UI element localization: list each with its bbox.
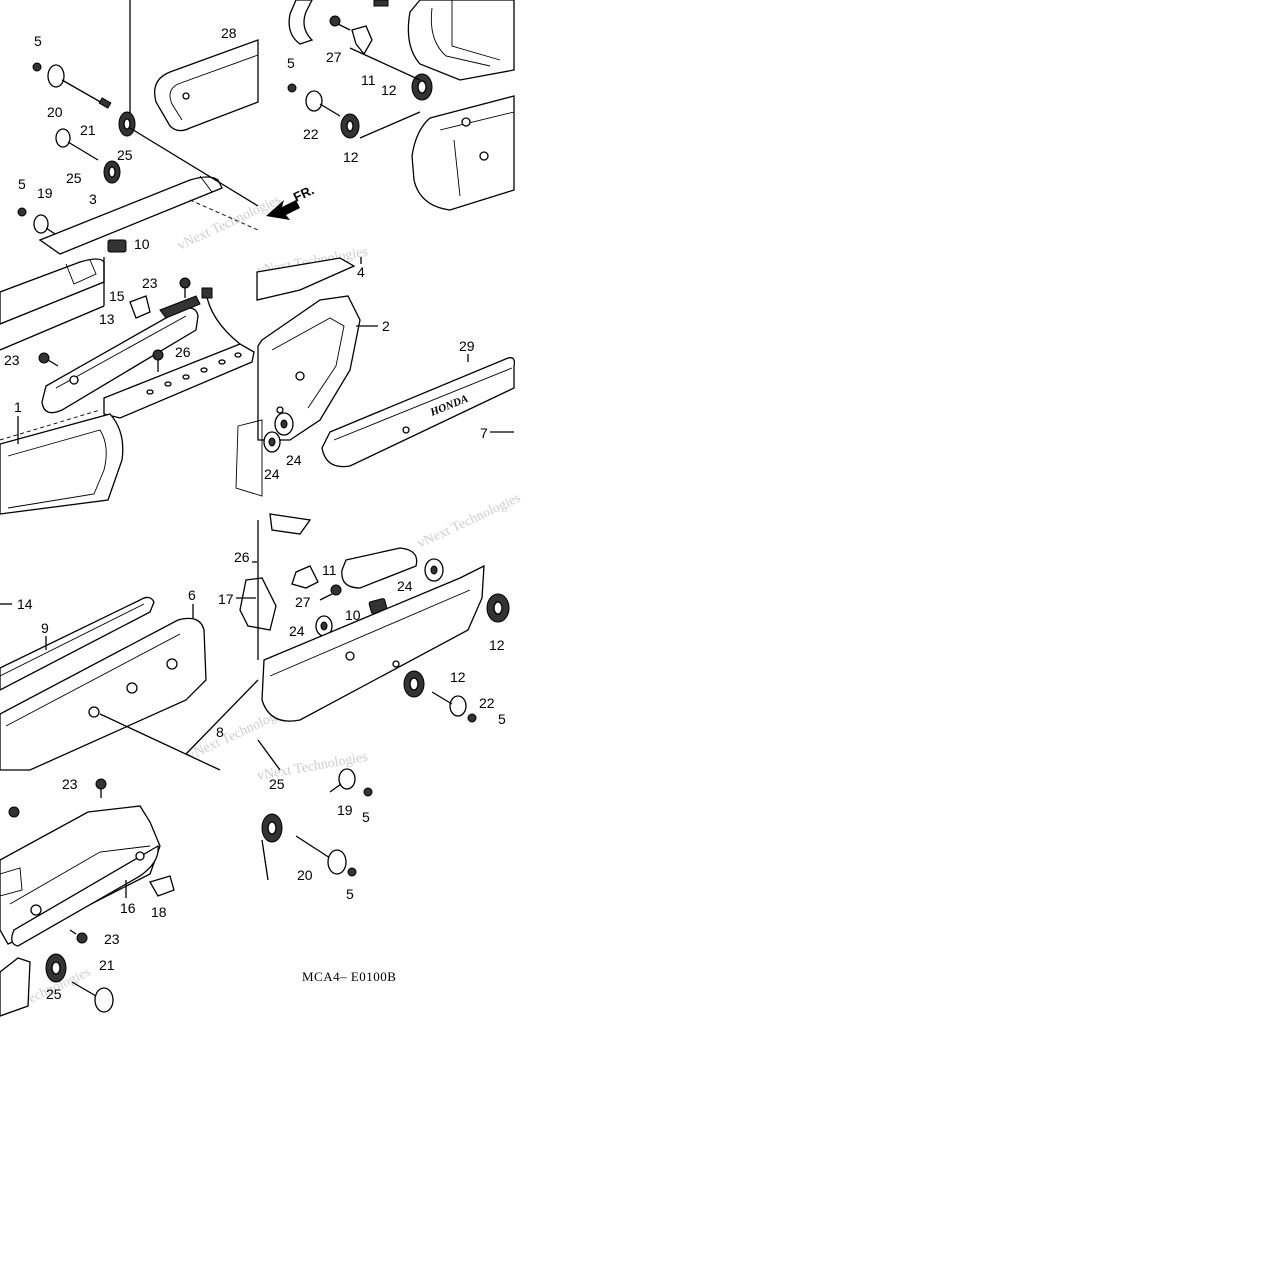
seal-9 xyxy=(0,596,155,691)
callout-23: 23 xyxy=(62,776,78,792)
callout-11: 11 xyxy=(322,562,337,578)
tile-top-left: FR. xyxy=(17,0,316,255)
callout-12: 12 xyxy=(343,149,359,165)
saddlebag-2 xyxy=(257,295,361,441)
callout-23: 23 xyxy=(104,931,120,947)
callout-6: 6 xyxy=(188,587,196,603)
bag-corner xyxy=(0,258,105,325)
callout-10: 10 xyxy=(345,607,361,623)
callout-8: 8 xyxy=(216,724,224,740)
callout-22: 22 xyxy=(479,695,495,711)
tile-mid-right: HONDA xyxy=(235,257,516,497)
callout-9: 9 xyxy=(41,620,49,636)
lid-6 xyxy=(0,617,207,771)
callout-17: 17 xyxy=(218,591,234,607)
watermark: vNext Technologies xyxy=(415,491,523,552)
tile-lower-right xyxy=(257,513,510,771)
callout-25: 25 xyxy=(269,776,285,792)
callout-5: 5 xyxy=(498,711,506,727)
callout-19: 19 xyxy=(37,185,53,201)
callout-21: 21 xyxy=(99,957,115,973)
callout-5: 5 xyxy=(346,886,354,902)
callout-5: 5 xyxy=(18,176,26,192)
callout-29: 29 xyxy=(459,338,475,354)
callout-26: 26 xyxy=(175,344,191,360)
tile-top-right xyxy=(287,0,515,211)
grip-bar-28 xyxy=(153,39,259,132)
watermark: vNext Technologies xyxy=(175,193,283,254)
tile-bottom-left xyxy=(0,778,175,1017)
callout-1: 1 xyxy=(14,399,22,415)
callout-27: 27 xyxy=(326,49,342,65)
callout-15: 15 xyxy=(109,288,125,304)
diagram-code: MCA4– E0100B xyxy=(302,969,396,984)
lid-1 xyxy=(0,413,124,515)
saddlebag-lid xyxy=(407,0,515,81)
callout-4: 4 xyxy=(357,264,365,280)
bracket-holes xyxy=(146,352,242,395)
callout-24: 24 xyxy=(264,466,280,482)
end-cap-18 xyxy=(149,875,175,897)
callout-20: 20 xyxy=(297,867,313,883)
callout-7: 7 xyxy=(480,425,488,441)
callout-5: 5 xyxy=(34,33,42,49)
callout-13: 13 xyxy=(99,311,115,327)
tile-lower-left xyxy=(0,520,277,771)
callout-25: 25 xyxy=(46,986,62,1002)
callout-18: 18 xyxy=(151,904,167,920)
callout-5: 5 xyxy=(287,55,295,71)
callout-24: 24 xyxy=(289,623,305,639)
callout-12: 12 xyxy=(450,669,466,685)
callout-16: 16 xyxy=(120,900,136,916)
molding-29 xyxy=(321,357,516,468)
callout-5: 5 xyxy=(362,809,370,825)
callout-22: 22 xyxy=(303,126,319,142)
callout-20: 20 xyxy=(47,104,63,120)
callout-10: 10 xyxy=(134,236,150,252)
front-arrow-label: FR. xyxy=(291,182,316,204)
callout-14: 14 xyxy=(17,596,33,612)
callout-23: 23 xyxy=(4,352,20,368)
saddlebag-lower xyxy=(261,564,485,722)
callout-23: 23 xyxy=(142,275,158,291)
callout-labels: 28 5 20 21 25 25 5 19 3 10 27 11 5 12 22… xyxy=(4,25,506,1002)
callout-24: 24 xyxy=(397,578,413,594)
callout-2: 2 xyxy=(382,318,390,334)
saddlebag-body xyxy=(411,95,515,211)
callout-12: 12 xyxy=(381,82,397,98)
bolt-head-20 xyxy=(47,64,65,88)
callout-12: 12 xyxy=(489,637,505,653)
callout-11: 11 xyxy=(361,72,376,88)
callout-25: 25 xyxy=(117,147,133,163)
callout-24: 24 xyxy=(286,452,302,468)
tile-bottom-right xyxy=(261,768,373,881)
callout-26: 26 xyxy=(234,549,250,565)
callout-27: 27 xyxy=(295,594,311,610)
callout-28: 28 xyxy=(221,25,237,41)
tile-mid-left xyxy=(0,257,255,515)
callout-19: 19 xyxy=(337,802,353,818)
callout-3: 3 xyxy=(89,191,97,207)
nut-icon xyxy=(32,62,42,72)
callout-25: 25 xyxy=(66,170,82,186)
callout-21: 21 xyxy=(80,122,96,138)
